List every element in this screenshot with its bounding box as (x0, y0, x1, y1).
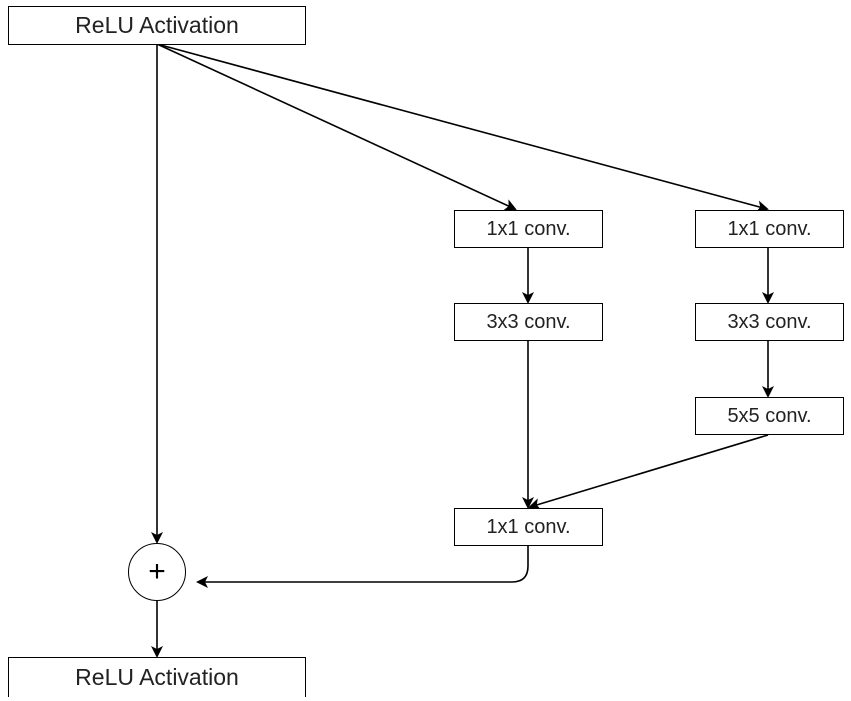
edge-relu-to-branch1 (156, 43, 517, 211)
relu-activation-top: ReLU Activation (8, 6, 306, 45)
branch1-conv-3x3: 3x3 conv. (454, 303, 603, 341)
edge-relu-to-branch2 (156, 43, 769, 213)
edge-b2-5x5-to-merge (528, 434, 769, 510)
branch2-conv-3x3: 3x3 conv. (695, 303, 844, 341)
branch2-conv-5x5: 5x5 conv. (695, 397, 844, 435)
merge-conv-1x1: 1x1 conv. (454, 508, 603, 546)
add-operation-icon: + (128, 543, 186, 601)
branch1-conv-1x1: 1x1 conv. (454, 210, 603, 248)
branch2-conv-1x1: 1x1 conv. (695, 210, 844, 248)
edge-merge-to-add (196, 545, 529, 588)
relu-activation-bottom: ReLU Activation (8, 657, 306, 697)
